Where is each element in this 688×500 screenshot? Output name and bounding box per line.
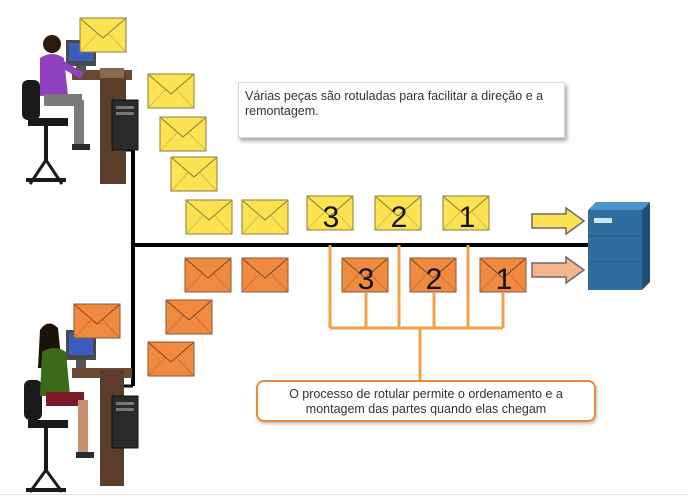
envelope-icon [185, 199, 233, 235]
envelope-icon [241, 199, 289, 235]
server-icon [588, 202, 650, 290]
arrow-right-icon [531, 255, 586, 285]
segment-label-orange-2: 2 [426, 263, 443, 296]
segment-label-orange-3: 3 [358, 263, 375, 296]
segment-label-yellow-1: 1 [459, 201, 476, 234]
segment-label-yellow-2: 2 [391, 201, 408, 234]
envelope-icon [79, 17, 127, 53]
envelope-icon [147, 73, 195, 109]
envelope-icon [165, 299, 213, 335]
envelope-icon [159, 116, 207, 152]
user-computer-icon [24, 323, 139, 493]
segment-label-orange-1: 1 [496, 263, 513, 296]
callout-labeling-note: Várias peças são rotuladas para facilita… [238, 82, 565, 138]
segment-label-yellow-3: 3 [323, 201, 340, 234]
envelope-icon [184, 257, 232, 293]
user-computer-icon [22, 35, 139, 185]
envelope-icon [241, 257, 289, 293]
arrow-right-icon [531, 206, 586, 236]
bracket-connector [328, 245, 505, 380]
divider [0, 494, 688, 495]
envelope-icon [170, 156, 218, 192]
callout-reassembly-note: O processo de rotular permite o ordename… [256, 380, 596, 422]
envelope-icon [147, 341, 195, 377]
envelope-icon [73, 303, 121, 339]
